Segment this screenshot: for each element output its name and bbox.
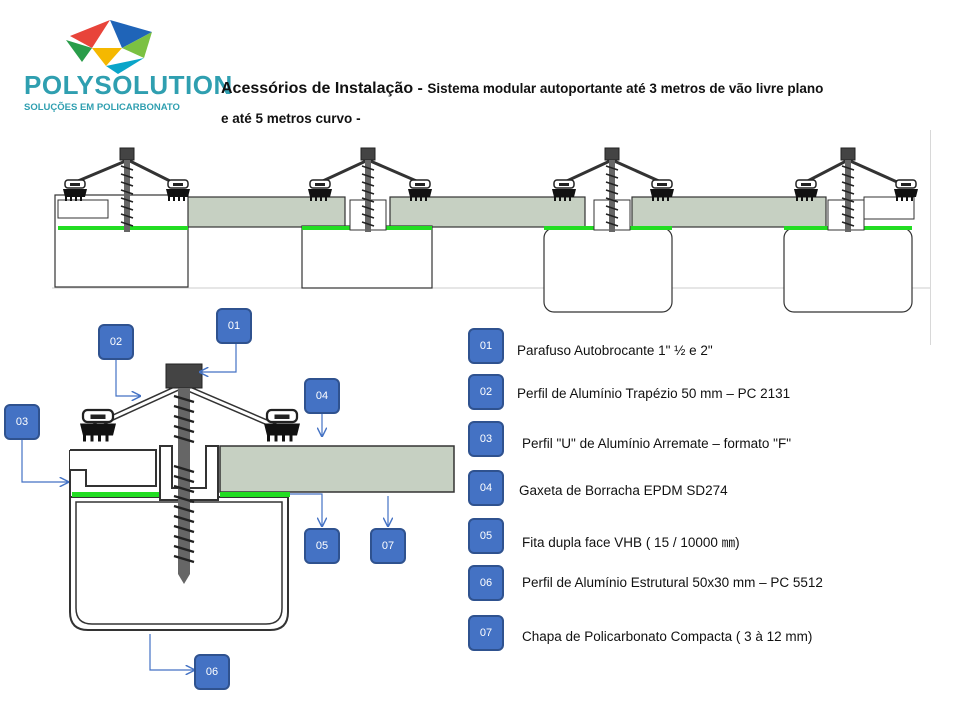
title-subtitle-2: e até 5 metros curvo — [221, 111, 353, 126]
brand-tagline: SOLUÇÕES EM POLICARBONATO — [24, 102, 180, 113]
badge-01: 01 — [216, 308, 252, 344]
polycarbonate-sheet — [389, 196, 586, 228]
legend-text: Chapa de Policarbonato Compacta ( 3 à 12… — [522, 629, 813, 644]
page-title: Acessórios de Instalação - Sistema modul… — [221, 74, 921, 134]
vhb-tape — [58, 226, 188, 230]
legend-badge: 04 — [468, 470, 504, 506]
legend-text: Perfil de Alumínio Estrutural 50x30 mm –… — [522, 575, 823, 590]
legend-badge: 07 — [468, 615, 504, 651]
f-profile-detail — [70, 449, 157, 487]
title-subtitle-1: Sistema modular autoportante até 3 metro… — [427, 81, 824, 96]
divider-line — [930, 130, 931, 345]
badge-02: 02 — [98, 324, 134, 360]
legend-text: Fita dupla face VHB ( 15 / 10000 ㎜) — [522, 535, 740, 550]
legend-text: Perfil de Alumínio Trapézio 50 mm – PC 2… — [517, 386, 791, 401]
legend-badge: 01 — [468, 328, 504, 364]
title-main: Acessórios de Instalação — [221, 80, 414, 97]
title-dash: - — [413, 80, 428, 97]
polycarbonate-sheet-detail — [219, 445, 455, 493]
badge-04: 04 — [304, 378, 340, 414]
structural-profile — [543, 227, 673, 313]
structural-profile — [301, 225, 433, 289]
legend-text: Parafuso Autobrocante 1" ½ e 2" — [517, 343, 713, 358]
legend-badge: 06 — [468, 565, 504, 601]
callout-lines — [21, 344, 388, 670]
polycarbonate-sheet — [631, 196, 827, 228]
polysolution-logo: POLYSOLUTION SOLUÇÕES EM POLICARBONATO — [22, 18, 232, 128]
badge-05: 05 — [304, 528, 340, 564]
title-dash-end: - — [352, 111, 361, 126]
vhb-tape-detail — [72, 492, 160, 497]
screw-head-detail — [165, 363, 203, 389]
legend-text: Perfil "U" de Alumínio Arremate – format… — [522, 436, 792, 451]
badge-03: 03 — [4, 404, 40, 440]
legend-badge: 03 — [468, 421, 504, 457]
legend-text: Gaxeta de Borracha EPDM SD274 — [519, 483, 728, 498]
top-assembly-row — [52, 147, 930, 313]
structural-profile — [783, 227, 913, 313]
legend-badge: 05 — [468, 518, 504, 554]
detail-view — [69, 363, 455, 631]
legend-badge: 02 — [468, 374, 504, 410]
badge-06: 06 — [194, 654, 230, 690]
brand-name: POLYSOLUTION — [24, 70, 233, 100]
logo-mark-icon — [66, 20, 152, 74]
badge-07: 07 — [370, 528, 406, 564]
